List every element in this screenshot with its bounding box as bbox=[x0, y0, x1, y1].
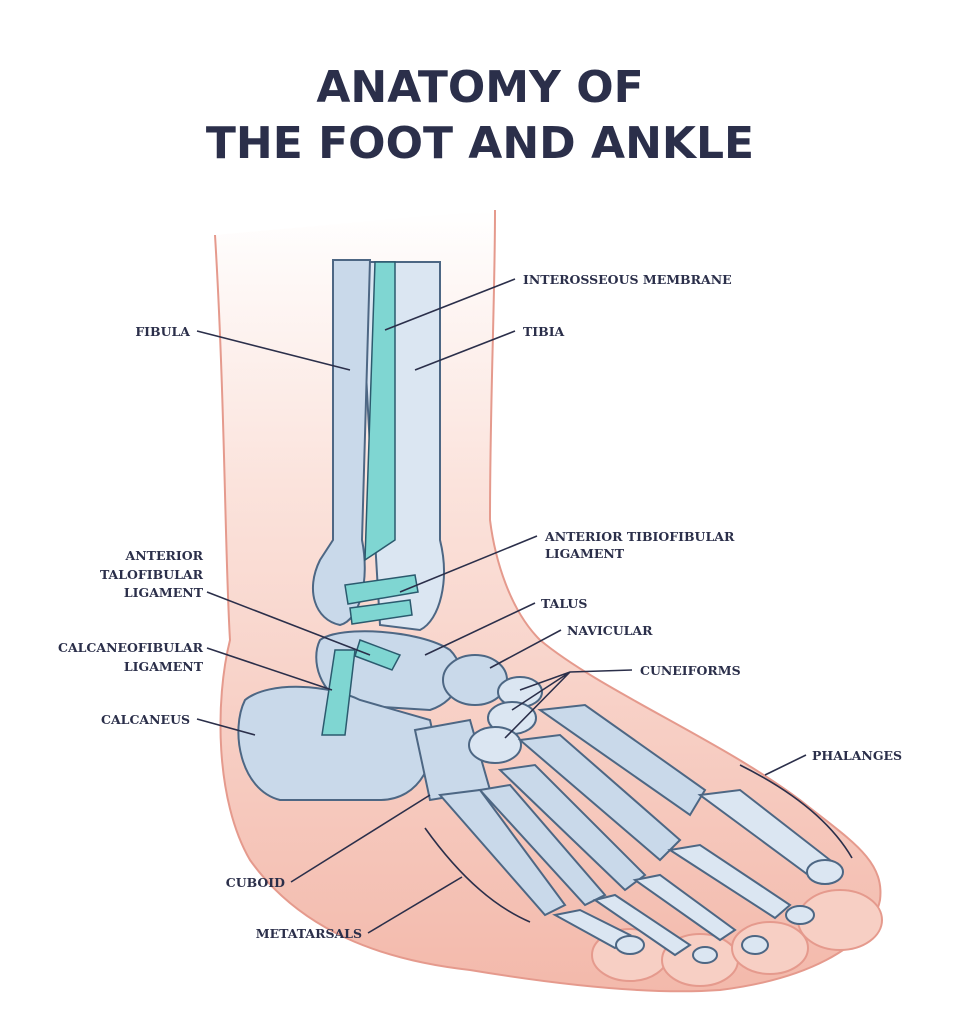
label-phalanges: PHALANGES bbox=[812, 748, 902, 763]
metatarsal-bones bbox=[438, 703, 707, 917]
label-navicular: NAVICULAR bbox=[567, 623, 653, 638]
label-anterior-talofibular-ligament-3: LIGAMENT bbox=[124, 585, 204, 600]
label-tibia: TIBIA bbox=[523, 324, 565, 339]
label-talus: TALUS bbox=[541, 596, 587, 611]
label-fibula: FIBULA bbox=[135, 324, 190, 339]
title-line-1: ANATOMY OF bbox=[316, 62, 644, 113]
label-anterior-tibiofibular-ligament-2: LIGAMENT bbox=[545, 546, 625, 561]
interosseous-membrane bbox=[364, 261, 396, 562]
cuneiform-bones bbox=[468, 676, 543, 764]
label-metatarsals: METATARSALS bbox=[256, 926, 362, 941]
label-anterior-talofibular-ligament-1: ANTERIOR bbox=[125, 548, 204, 563]
label-interosseous-membrane: INTEROSSEOUS MEMBRANE bbox=[523, 272, 732, 287]
label-calcaneus: CALCANEUS bbox=[101, 712, 190, 727]
label-cuboid: CUBOID bbox=[226, 875, 285, 890]
calcaneofibular-ligament bbox=[321, 649, 356, 736]
leader-lines bbox=[196, 278, 853, 934]
label-calcaneofibular-ligament-2: LIGAMENT bbox=[124, 659, 204, 674]
navicular-bone bbox=[442, 654, 508, 706]
phalange-bones bbox=[552, 788, 844, 964]
title-line-2: THE FOOT AND ANKLE bbox=[205, 118, 755, 169]
anterior-tibiofibular-ligament bbox=[344, 574, 419, 625]
label-cuneiforms: CUNEIFORMS bbox=[640, 663, 741, 678]
label-calcaneofibular-ligament-1: CALCANEOFIBULAR bbox=[58, 640, 204, 655]
label-anterior-talofibular-ligament-2: TALOFIBULAR bbox=[100, 567, 204, 582]
label-anterior-tibiofibular-ligament-1: ANTERIOR TIBIOFIBULAR bbox=[544, 529, 735, 544]
